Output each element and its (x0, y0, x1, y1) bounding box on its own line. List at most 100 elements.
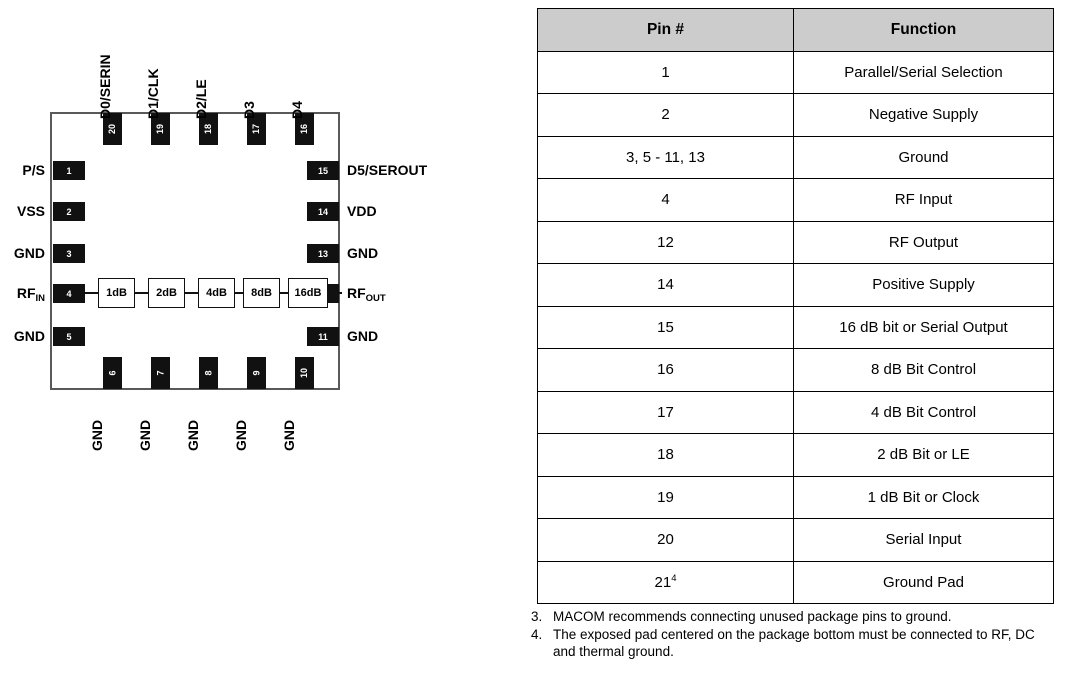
pin-label-4: RFIN (0, 285, 45, 303)
pin-pad-18: 18 (199, 113, 218, 145)
pin-pad-13: 13 (307, 244, 339, 263)
cell-function: 8 dB Bit Control (793, 348, 1054, 392)
cell-pin: 14 (537, 263, 794, 307)
cell-pin-footnote-marker: 4 (671, 573, 677, 585)
footnote-text: MACOM recommends connecting unused packa… (553, 609, 952, 624)
pin-number-13: 13 (317, 248, 328, 259)
pin-pad-7: 7 (151, 357, 170, 389)
package-pinout-diagram: 20 D0/SERIN 19 D1/CLK 18 D2/LE 17 D3 16 … (0, 0, 520, 690)
cell-function: 2 dB Bit or LE (793, 433, 1054, 477)
pin-label-3: GND (13, 245, 45, 261)
pin-label-17: D3 (241, 101, 257, 119)
pin-pad-5: 5 (53, 327, 85, 346)
pin-label-12-sub: OUT (365, 293, 386, 304)
pin-label-12: RFOUT (347, 286, 386, 304)
pin-label-19: D1/CLK (145, 68, 161, 119)
wire-out (328, 292, 342, 294)
pin-number-11: 11 (318, 331, 328, 342)
cell-pin: 18 (537, 433, 794, 477)
attenuator-block-1db: 1dB (98, 278, 135, 308)
pin-label-18: D2/LE (193, 79, 209, 119)
pin-pad-11: 11 (307, 327, 339, 346)
cell-pin: 214 (537, 560, 794, 604)
cell-pin: 4 (537, 178, 794, 222)
attenuator-block-8db: 8dB (243, 278, 280, 308)
pin-pad-2: 2 (53, 202, 85, 221)
footnote-number: 3. (531, 609, 543, 624)
pin-number-2: 2 (66, 206, 72, 217)
pin-label-11: GND (347, 328, 379, 344)
pin-label-8: GND (185, 419, 201, 451)
pin-number-17: 17 (251, 123, 262, 135)
cell-function: Negative Supply (793, 93, 1054, 137)
wire-in (85, 292, 98, 294)
wire-2 (185, 292, 198, 294)
pin-pad-9: 9 (247, 357, 266, 389)
pin-label-20: D0/SERIN (97, 54, 113, 119)
pin-label-14: VDD (347, 203, 377, 219)
cell-function: 16 dB bit or Serial Output (793, 305, 1054, 349)
pin-label-5: GND (13, 328, 45, 344)
pin-number-4: 4 (66, 288, 72, 299)
pin-number-16: 16 (299, 123, 310, 135)
pin-number-6: 6 (107, 370, 118, 376)
column-header-function: Function (793, 8, 1054, 52)
pin-number-19: 19 (155, 123, 166, 135)
pin-label-2: VSS (16, 203, 45, 219)
package-outline (50, 112, 340, 390)
cell-pin: 2 (537, 93, 794, 137)
cell-pin: 19 (537, 475, 794, 519)
pin-number-14: 14 (317, 206, 328, 217)
pin-pad-6: 6 (103, 357, 122, 389)
footnote-item: 3. MACOM recommends connecting unused pac… (531, 608, 1051, 625)
column-header-pin: Pin # (537, 8, 794, 52)
cell-function: Ground (793, 135, 1054, 179)
cell-function: 4 dB Bit Control (793, 390, 1054, 434)
pin-label-7: GND (137, 419, 153, 451)
cell-function: Ground Pad (793, 560, 1054, 604)
cell-pin: 15 (537, 305, 794, 349)
pin-number-1: 1 (66, 165, 72, 176)
cell-pin: 12 (537, 220, 794, 264)
attenuator-block-16db: 16dB (288, 278, 328, 308)
cell-pin: 16 (537, 348, 794, 392)
cell-pin: 17 (537, 390, 794, 434)
cell-function: RF Input (793, 178, 1054, 222)
pin-pad-10: 10 (295, 357, 314, 389)
pin-pad-8: 8 (199, 357, 218, 389)
footnotes: 3. MACOM recommends connecting unused pac… (531, 608, 1051, 661)
cell-pin: 1 (537, 50, 794, 94)
cell-function: 1 dB Bit or Clock (793, 475, 1054, 519)
pin-pad-20: 20 (103, 113, 122, 145)
pin-label-15: D5/SEROUT (347, 162, 428, 178)
attenuator-block-2db: 2dB (148, 278, 185, 308)
pin-label-10: GND (281, 419, 297, 451)
pin-pad-3: 3 (53, 244, 85, 263)
footnote-text: The exposed pad centered on the package … (553, 627, 1035, 659)
pin-label-9: GND (233, 419, 249, 451)
pin-label-1: P/S (22, 162, 45, 178)
cell-pin: 20 (537, 518, 794, 562)
pin-pad-17: 17 (247, 113, 266, 145)
pin-label-6: GND (89, 419, 105, 451)
footnote-item: 4.The exposed pad centered on the packag… (531, 626, 1051, 660)
pin-label-4-text: RF (16, 285, 36, 301)
pin-number-10: 10 (299, 367, 310, 379)
cell-function: RF Output (793, 220, 1054, 264)
cell-function: Serial Input (793, 518, 1054, 562)
pin-pad-1: 1 (53, 161, 85, 180)
wire-1 (135, 292, 148, 294)
